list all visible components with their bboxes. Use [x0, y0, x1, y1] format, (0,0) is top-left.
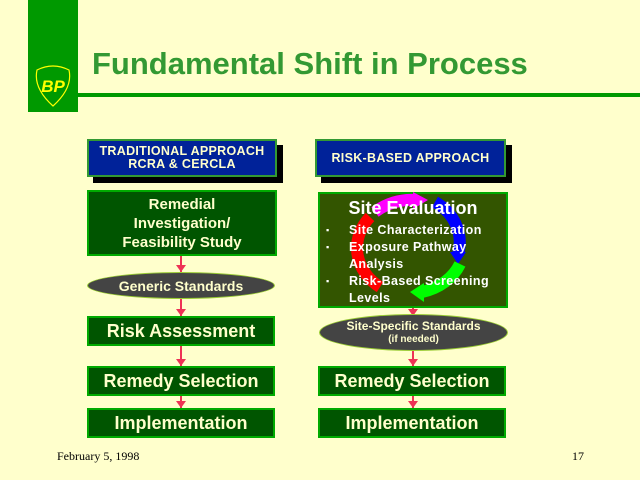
remedy-selection-box: Remedy Selection [87, 366, 275, 396]
remedial-investigation-box: Remedial Investigation/ Feasibility Stud… [87, 190, 277, 256]
implementation-box: Implementation [318, 408, 506, 438]
slide-title: Fundamental Shift in Process [92, 46, 528, 81]
arrow-down-icon [176, 299, 186, 316]
arrow-down-icon [408, 308, 418, 316]
standards-label: Site-Specific Standards [346, 318, 481, 333]
svg-text:BP: BP [41, 77, 65, 96]
standards-note: (if needed) [388, 333, 439, 345]
arrow-down-icon [408, 351, 418, 366]
site-evaluation-title: Site Evaluation [348, 198, 478, 218]
arrow-down-icon [408, 396, 418, 408]
arrow-down-icon [176, 396, 186, 408]
list-item: Levels [349, 291, 391, 305]
generic-standards-ellipse: Generic Standards [87, 272, 275, 299]
site-evaluation-list: Site Characterization Exposure Pathway A… [326, 222, 489, 307]
list-item: Exposure Pathway [326, 239, 489, 256]
footer-date: February 5, 1998 [57, 449, 140, 463]
traditional-approach-header: TRADITIONAL APPROACH RCRA & CERCLA [87, 139, 277, 177]
title-rule [78, 93, 640, 97]
arrow-down-icon [176, 346, 186, 366]
list-item: Site Characterization [326, 222, 489, 239]
header-line: TRADITIONAL APPROACH [99, 144, 265, 158]
implementation-box: Implementation [87, 408, 275, 438]
risk-assessment-box: Risk Assessment [87, 316, 275, 346]
list-item: Analysis [349, 257, 404, 271]
remedy-selection-box: Remedy Selection [318, 366, 506, 396]
risk-based-approach-header: RISK-BASED APPROACH [315, 139, 506, 177]
site-specific-standards-ellipse: Site-Specific Standards (if needed) [319, 314, 508, 351]
list-item: Risk-Based Screening [326, 273, 489, 290]
bp-logo: BP [35, 65, 71, 107]
page-number: 17 [572, 449, 584, 463]
header-line: RCRA & CERCLA [128, 157, 236, 171]
site-evaluation-box: Site Evaluation Site Characterization Ex… [318, 192, 508, 308]
arrow-down-icon [176, 256, 186, 272]
